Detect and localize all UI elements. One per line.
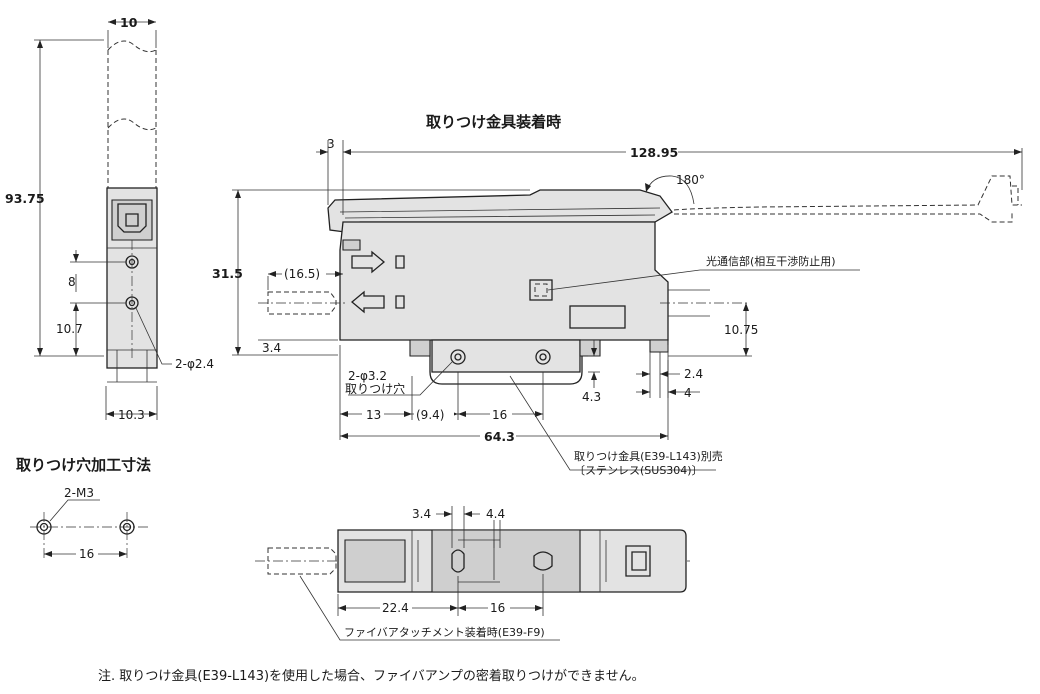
dim-4-3: 4.3 xyxy=(582,390,601,404)
dim-bottom-22-4: 22.4 xyxy=(382,601,409,615)
label-fiber-attach: ファイバアタッチメント装着時(E39-F9) xyxy=(344,625,545,639)
label-optical: 光通信部(相互干渉防止用) xyxy=(706,254,836,268)
dim-hole-dia: 2-φ2.4 xyxy=(175,357,214,371)
dim-bottom-4-4: 4.4 xyxy=(486,507,505,521)
dim-mount-hole: 2-φ3.2 xyxy=(348,369,387,383)
front-view: 取りつけ金具装着時 xyxy=(212,113,1023,477)
title-mount-bracket: 取りつけ金具装着時 xyxy=(426,113,561,131)
side-view: 10 93.75 8 10.7 2-φ2.4 10.3 xyxy=(5,15,214,422)
amp-body xyxy=(339,221,669,341)
dim-fiber-length: (16.5) xyxy=(284,267,320,281)
dim-hole-pitch: 8 xyxy=(68,275,76,289)
dim-4: 4 xyxy=(684,386,692,400)
note-text: 注. 取りつけ金具(E39-L143)を使用した場合、ファイバアンプの密着取りつ… xyxy=(98,668,645,684)
dim-height-total: 93.75 xyxy=(5,191,45,206)
dim-width-top: 10 xyxy=(120,15,138,30)
label-bracket-1: 取りつけ金具(E39-L143)別売 xyxy=(574,449,723,463)
dim-2-4: 2.4 xyxy=(684,367,703,381)
dim-length-64-3: 64.3 xyxy=(484,429,515,444)
dim-height: 31.5 xyxy=(212,266,243,281)
dim-9-4: (9.4) xyxy=(416,408,444,422)
dim-hole-pitch-16: 16 xyxy=(79,547,94,561)
dim-16: 16 xyxy=(492,408,507,422)
dim-hole-height: 10.7 xyxy=(56,322,83,336)
dim-bottom-3-4: 3.4 xyxy=(412,507,431,521)
dim-2-m3: 2-M3 xyxy=(64,486,94,500)
title-hole-machining: 取りつけ穴加工寸法 xyxy=(16,456,151,474)
dim-10-75: 10.75 xyxy=(724,323,758,337)
dim-length-total: 128.95 xyxy=(630,145,678,160)
bottom-view: 3.4 4.4 22.4 16 ファイバアタッチメント装着時(E39-F9) xyxy=(255,506,690,641)
dim-width-bottom: 10.3 xyxy=(118,408,145,422)
dim-13: 13 xyxy=(366,408,381,422)
label-mount-hole: 取りつけ穴 xyxy=(345,381,405,396)
dim-offset-3: 3 xyxy=(327,137,335,151)
dim-base-34: 3.4 xyxy=(262,341,281,355)
label-bracket-2: 〔ステンレス(SUS304)〕 xyxy=(574,464,703,477)
hole-machining-view: 取りつけ穴加工寸法 2-M3 16 xyxy=(16,456,151,561)
dim-bottom-16: 16 xyxy=(490,601,505,615)
dim-angle: 180° xyxy=(676,173,705,187)
